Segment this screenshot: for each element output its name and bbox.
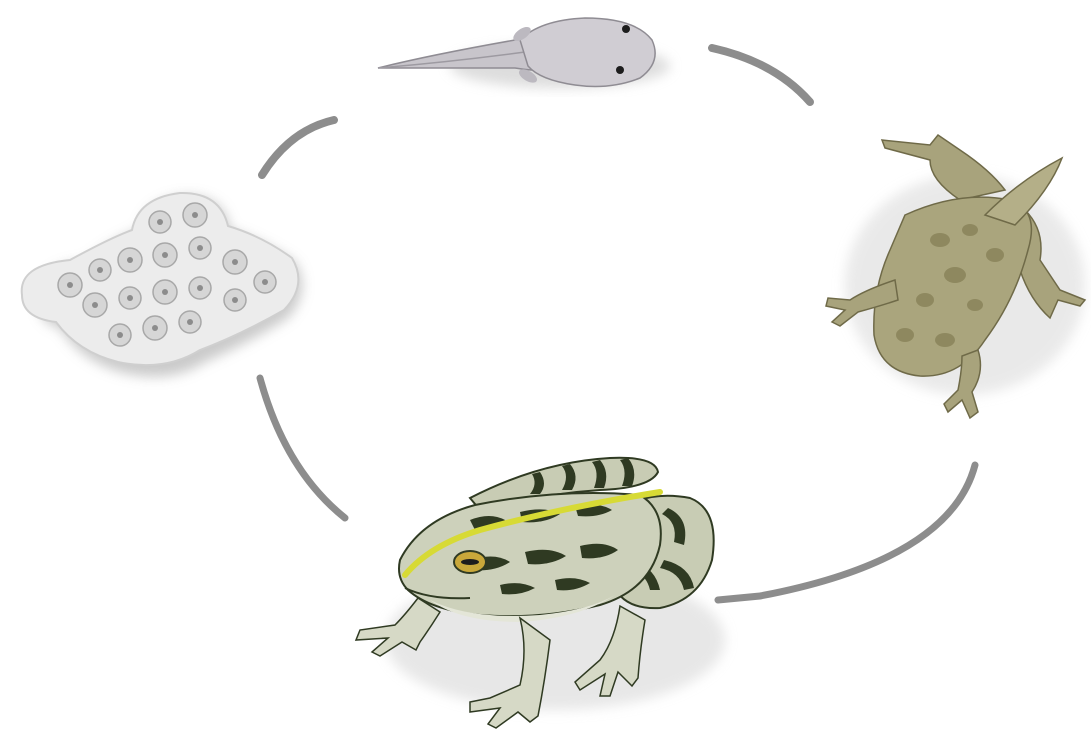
adult-frog: [356, 458, 725, 728]
arrow-tadpole-to-froglet: [712, 48, 810, 102]
froglet: [826, 135, 1085, 418]
tadpole: [378, 18, 670, 88]
tadpole-eye: [616, 66, 624, 74]
egg-mass: [22, 193, 302, 377]
arrow-adult-to-egg: [260, 378, 345, 518]
arrow-egg-to-tadpole: [262, 120, 334, 175]
tadpole-eye: [622, 25, 630, 33]
arrow-froglet-to-adult: [718, 465, 975, 600]
adult-frog-pupil: [461, 559, 479, 565]
